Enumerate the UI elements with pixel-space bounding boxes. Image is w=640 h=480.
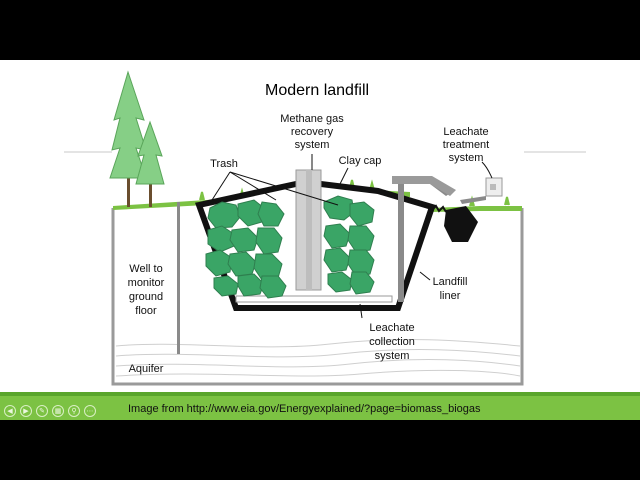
landfill-diagram: Methane gas recovery system Leachate tre… xyxy=(64,70,586,386)
label-methane-3: system xyxy=(295,139,330,151)
leader-lines xyxy=(211,154,493,319)
label-treatment-2: treatment xyxy=(443,139,489,151)
label-liner-2: liner xyxy=(440,290,461,302)
label-treatment-3: system xyxy=(449,152,484,164)
monitoring-well xyxy=(177,202,180,354)
next-icon[interactable]: ▶ xyxy=(20,405,32,417)
label-clay-cap: Clay cap xyxy=(339,155,382,167)
leachate-tank xyxy=(444,206,478,242)
aquifer-lines xyxy=(115,339,521,377)
trash-right xyxy=(323,195,375,295)
label-collection-3: system xyxy=(375,350,410,362)
more-icon[interactable]: ⋯ xyxy=(84,405,96,417)
image-source-caption: Image from http://www.eia.gov/Energyexpl… xyxy=(128,403,481,415)
label-aquifer: Aquifer xyxy=(129,363,164,375)
ground-outline xyxy=(111,208,524,386)
label-methane-2: recovery xyxy=(291,126,334,138)
label-methane-1: Methane gas xyxy=(280,113,344,125)
leachate-collection-pipe xyxy=(235,295,393,303)
presentation-controls: ◀ ▶ ✎ ▦ ⚲ ⋯ xyxy=(4,405,96,417)
slide-footer: ◀ ▶ ✎ ▦ ⚲ ⋯ Image from http://www.eia.go… xyxy=(0,392,640,420)
label-treatment-1: Leachate xyxy=(443,126,488,138)
pen-icon[interactable]: ✎ xyxy=(36,405,48,417)
footer-divider xyxy=(0,392,640,396)
slide: Modern landfill xyxy=(0,60,640,420)
prev-icon[interactable]: ◀ xyxy=(4,405,16,417)
trash-left xyxy=(205,199,287,299)
label-collection-1: Leachate xyxy=(369,322,414,334)
slides-icon[interactable]: ▦ xyxy=(52,405,64,417)
trees xyxy=(109,70,165,207)
label-well-1: Well to xyxy=(129,263,162,275)
label-trash: Trash xyxy=(210,158,238,170)
label-well-4: floor xyxy=(135,305,157,317)
label-well-3: ground xyxy=(129,291,163,303)
zoom-icon[interactable]: ⚲ xyxy=(68,405,80,417)
label-well-2: monitor xyxy=(128,277,165,289)
title-text: Modern landfill xyxy=(265,82,370,99)
label-liner-1: Landfill xyxy=(433,276,468,288)
label-collection-2: collection xyxy=(369,336,415,348)
